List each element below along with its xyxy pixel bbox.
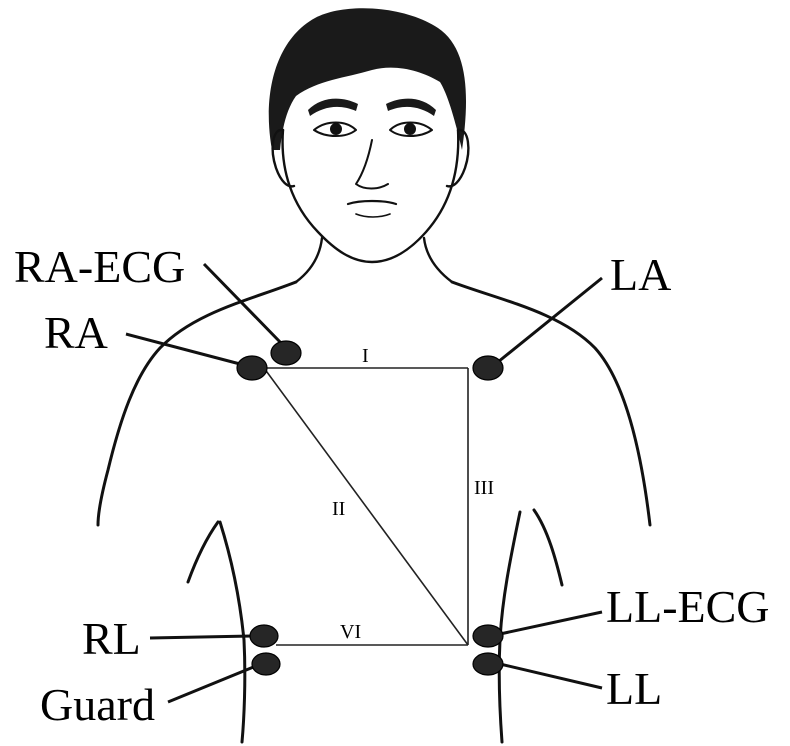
neck-left — [296, 238, 322, 282]
label-la: LA — [610, 249, 671, 300]
mouth — [348, 201, 396, 204]
leader-ll — [500, 664, 602, 688]
electrode-rl — [250, 625, 278, 647]
lead-iii-label: III — [474, 477, 494, 499]
label-rl: RL — [82, 613, 141, 664]
eye-left — [314, 123, 356, 137]
side-right — [499, 512, 520, 742]
label-ll: LL — [606, 663, 662, 714]
arm-inner-left — [188, 522, 218, 582]
electrode-ra — [237, 356, 267, 380]
neck-right — [424, 238, 452, 282]
lead-lines — [264, 368, 468, 645]
shoulder-left — [98, 282, 296, 525]
electrode-ra-ecg — [271, 341, 301, 365]
eye-right — [390, 123, 432, 137]
leader-la — [498, 278, 602, 362]
arm-inner-right — [534, 510, 562, 585]
label-guard: Guard — [40, 679, 155, 730]
label-ra-ecg: RA-ECG — [14, 241, 185, 292]
lead-i-label: I — [362, 345, 369, 367]
head-illustration — [269, 8, 469, 282]
nose — [356, 140, 388, 189]
lead-vi-label: VI — [340, 621, 361, 643]
electrode-la — [473, 356, 503, 380]
label-ra: RA — [44, 307, 108, 358]
lower-lip — [356, 214, 390, 217]
label-ll-ecg: LL-ECG — [606, 581, 770, 632]
leader-lines — [126, 264, 602, 702]
eyebrow-right — [386, 99, 436, 116]
leader-ll-ecg — [500, 612, 602, 634]
electrodes — [237, 341, 503, 675]
electrode-ll-ecg — [473, 625, 503, 647]
torso-outline — [98, 282, 650, 742]
leader-ra-ecg — [204, 264, 282, 344]
leader-guard — [168, 666, 256, 702]
leader-ra — [126, 334, 240, 364]
lead-ii-line — [264, 368, 468, 645]
electrode-guard — [252, 653, 280, 675]
electrode-ll — [473, 653, 503, 675]
hair — [269, 8, 466, 150]
eyebrow-left — [308, 99, 358, 116]
leader-rl — [150, 636, 252, 638]
side-left — [220, 522, 245, 742]
lead-ii-label: II — [332, 498, 345, 520]
